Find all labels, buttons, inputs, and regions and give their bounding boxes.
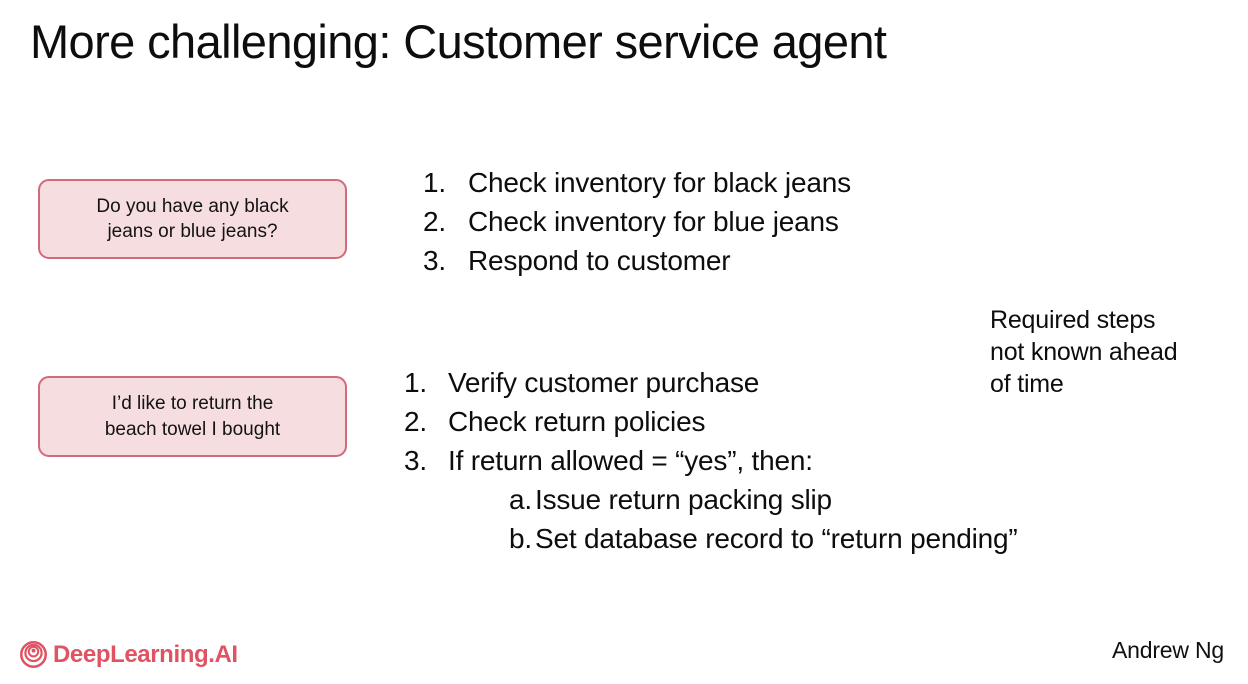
substep-label: Issue return packing slip bbox=[535, 484, 832, 515]
step-label: If return allowed = “yes”, then: bbox=[448, 445, 813, 476]
bubble-1-line-2: jeans or blue jeans? bbox=[107, 221, 278, 242]
step-item: 3. If return allowed = “yes”, then: bbox=[404, 441, 1204, 480]
substep-item: a. Issue return packing slip bbox=[404, 480, 1204, 519]
step-number: 2. bbox=[404, 406, 427, 437]
annotation-line-2: not known ahead bbox=[990, 338, 1178, 366]
substep-item: b. Set database record to “return pendin… bbox=[404, 519, 1204, 558]
step-label: Check return policies bbox=[448, 406, 706, 437]
deeplearning-spiral-icon bbox=[20, 641, 47, 668]
step-item: 1. Verify customer purchase bbox=[404, 363, 1204, 402]
steps-list-black-blue-jeans: 1. Check inventory for black jeans 2. Ch… bbox=[423, 163, 983, 280]
bubble-text-1: Do you have any black jeans or blue jean… bbox=[96, 194, 288, 244]
step-item: 2. Check return policies bbox=[404, 402, 1204, 441]
step-number: 3. bbox=[404, 445, 427, 476]
presenter-name: Andrew Ng bbox=[1112, 637, 1224, 663]
step-item: 3. Respond to customer bbox=[423, 241, 983, 280]
substep-label: Set database record to “return pending” bbox=[535, 523, 1018, 554]
annotation-line-1: Required steps bbox=[990, 306, 1156, 334]
step-number: 3. bbox=[423, 245, 446, 276]
step-label: Verify customer purchase bbox=[448, 367, 760, 398]
bubble-1-line-1: Do you have any black bbox=[96, 195, 289, 217]
step-number: 1. bbox=[404, 367, 427, 398]
customer-message-bubble-2: I’d like to return the beach towel I bou… bbox=[38, 376, 347, 457]
bubble-2-line-2: beach towel I bought bbox=[104, 418, 281, 440]
step-label: Respond to customer bbox=[468, 245, 731, 276]
required-steps-note: Required steps not known ahead of time bbox=[990, 304, 1240, 400]
bubble-2-line-1: I’d like to return the bbox=[111, 393, 274, 415]
substep-number: b. bbox=[509, 523, 532, 554]
step-number: 2. bbox=[423, 206, 446, 237]
step-item: 2. Check inventory for blue jeans bbox=[423, 202, 983, 241]
brand-logo-lockup: DeepLearning.AI bbox=[20, 641, 238, 668]
steps-list-beach-towel-return: 1. Verify customer purchase 2. Check ret… bbox=[404, 363, 1204, 558]
bubble-text-2: I’d like to return the beach towel I bou… bbox=[105, 391, 280, 441]
step-number: 1. bbox=[423, 167, 446, 198]
brand-name: DeepLearning.AI bbox=[53, 640, 238, 668]
step-label: Check inventory for blue jeans bbox=[468, 206, 839, 237]
customer-message-bubble-1: Do you have any black jeans or blue jean… bbox=[38, 179, 347, 259]
substep-number: a. bbox=[509, 484, 532, 515]
step-label: Check inventory for black jeans bbox=[468, 167, 851, 198]
page-title: More challenging: Customer service agent bbox=[30, 15, 887, 68]
step-item: 1. Check inventory for black jeans bbox=[423, 163, 983, 202]
annotation-line-3: of time bbox=[990, 370, 1064, 398]
